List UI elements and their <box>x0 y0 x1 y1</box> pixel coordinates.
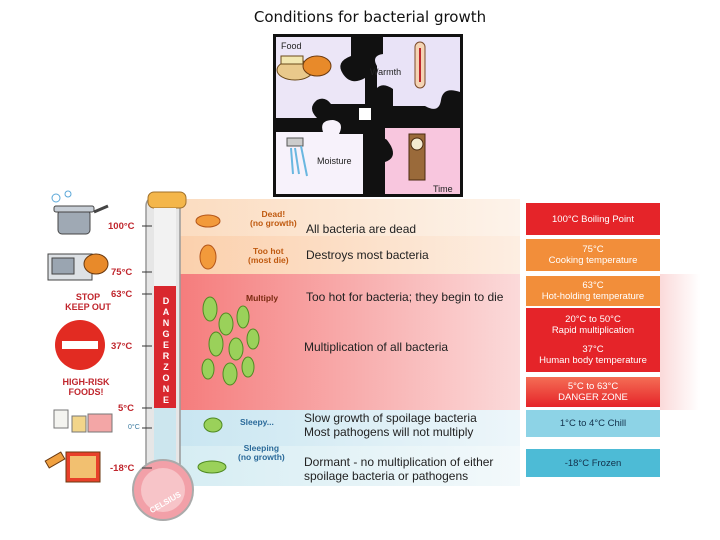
box-danger-line1: 5°C to 63°C <box>567 381 619 392</box>
box-chill: 1°C to 4°C Chill <box>526 410 660 437</box>
box-rapid-line4: Human body temperature <box>539 355 647 366</box>
box-frozen-text: -18°C Frozen <box>564 457 622 469</box>
danger-zone-vertical-text: DANGER ZONE <box>162 296 170 405</box>
desc-dormant-line1: Dormant - no multiplication of either <box>304 455 494 469</box>
box-boiling-point: 100°C Boiling Point <box>526 203 660 235</box>
desc-destroys-most: Destroys most bacteria <box>306 248 429 262</box>
box-cooking-line1: 75°C <box>582 244 604 255</box>
desc-all-dead: All bacteria are dead <box>306 222 417 236</box>
puzzle-pieces <box>273 34 463 197</box>
box-hot-holding: 63°C Hot-holding temperature <box>526 276 660 306</box>
stage-dead-label: Dead! <box>261 209 286 219</box>
box-danger-line2: DANGER ZONE <box>558 392 628 403</box>
desc-begin-to-die: Too hot for bacteria; they begin to die <box>306 290 504 304</box>
box-danger-zone: 5°C to 63°C DANGER ZONE <box>526 377 660 407</box>
band-too-hot <box>178 236 520 274</box>
band-frozen <box>178 446 520 486</box>
puzzle-time-label: Time <box>433 184 453 194</box>
diagram-title: Conditions for bacterial growth <box>253 8 487 26</box>
tick-minus-18: -18°C <box>110 463 135 474</box>
stage-dead: Dead! (no growth) <box>250 210 297 228</box>
puzzle-graphic: Food Warmth Moisture Time <box>273 34 463 197</box>
box-rapid-multiplication: 20°C to 50°C Rapid multiplication 37°C H… <box>526 308 660 372</box>
box-cooking-temperature: 75°C Cooking temperature <box>526 239 660 271</box>
stage-sleepy: Sleepy... <box>240 417 274 427</box>
stage-multiply: Multiply <box>246 293 279 303</box>
box-rapid-line2: Rapid multiplication <box>551 325 635 336</box>
puzzle-warmth-label: Warmth <box>370 67 402 77</box>
right-fade <box>660 274 700 410</box>
box-rapid-spacer <box>526 336 660 344</box>
box-rapid-line1: 20°C to 50°C <box>565 314 621 325</box>
tick-0: 0°C <box>128 424 140 431</box>
tick-63: 63°C <box>111 289 133 300</box>
stage-too-hot-sub: (most die) <box>248 255 289 265</box>
desc-dormant-line2: spoilage bacteria or pathogens <box>304 469 469 483</box>
stop-keep-out-label: STOP KEEP OUT <box>60 292 116 312</box>
tick-37: 37°C <box>111 341 133 352</box>
desc-slow-growth-line1: Slow growth of spoilage bacteria <box>304 411 477 425</box>
tick-75: 75°C <box>111 267 133 278</box>
box-chill-text: 1°C to 4°C Chill <box>559 418 627 429</box>
stage-sleeping: Sleeping (no growth) <box>238 444 285 462</box>
band-chill <box>178 410 520 446</box>
desc-dormant: Dormant - no multiplication of either sp… <box>304 455 493 483</box>
puzzle-moisture-label: Moisture <box>317 156 352 166</box>
stop-label: STOP <box>75 292 101 302</box>
box-cooking-line2: Cooking temperature <box>548 255 638 266</box>
desc-slow-growth-line2: Most pathogens will not multiply <box>304 425 474 439</box>
box-frozen: -18°C Frozen <box>526 449 660 477</box>
box-rapid-line3: 37°C <box>582 344 604 355</box>
bacteria-illustrations <box>195 214 260 474</box>
stage-too-hot-label: Too hot <box>253 246 284 256</box>
high-risk-foods-label: HIGH-RISK FOODS! <box>56 377 116 397</box>
stage-sleeping-sub: (no growth) <box>238 452 285 462</box>
keep-out-label: KEEP OUT <box>65 302 111 312</box>
band-dead <box>178 199 520 236</box>
thermometer <box>132 191 194 521</box>
stage-sleeping-label: Sleeping <box>243 443 280 453</box>
stage-dead-sub: (no growth) <box>250 218 297 228</box>
left-illustrations <box>44 190 113 483</box>
box-hot-holding-line1: 63°C <box>582 280 604 291</box>
foods-label: FOODS! <box>68 387 104 397</box>
stage-too-hot: Too hot (most die) <box>248 247 289 265</box>
high-risk-label: HIGH-RISK <box>62 377 110 387</box>
puzzle-food-label: Food <box>281 41 302 51</box>
tick-100: 100°C <box>108 221 135 232</box>
box-hot-holding-line2: Hot-holding temperature <box>541 291 645 302</box>
desc-slow-growth: Slow growth of spoilage bacteria Most pa… <box>304 411 477 439</box>
box-boiling-point-text: 100°C Boiling Point <box>552 213 634 225</box>
desc-multiplication: Multiplication of all bacteria <box>304 340 449 354</box>
tick-5: 5°C <box>118 403 134 414</box>
